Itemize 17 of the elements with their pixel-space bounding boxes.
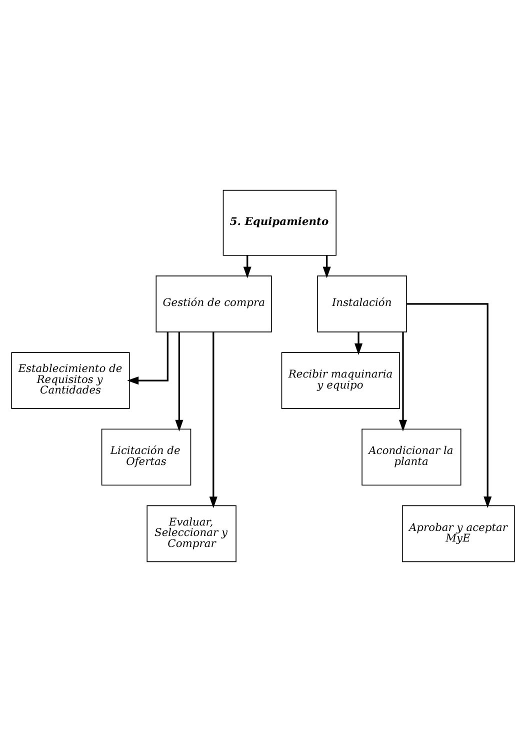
arrow <box>209 332 218 508</box>
arrow <box>322 256 331 278</box>
arrow <box>354 332 363 355</box>
arrow <box>127 332 168 385</box>
arrow <box>243 256 252 278</box>
node-box: Acondicionar la planta <box>362 428 462 486</box>
arrow <box>175 332 184 432</box>
node-box: Gestión de compra <box>156 276 272 332</box>
node-box: Establecimiento de Requisitos y Cantidades <box>11 352 130 409</box>
node-box: Licitación de Ofertas <box>101 428 192 486</box>
node-box: Recibir maquinaria y equipo <box>281 352 400 409</box>
node-box: Instalación <box>317 276 407 332</box>
node-box: Aprobar y aceptar MyE <box>402 505 515 562</box>
arrow <box>398 332 408 432</box>
arrow <box>406 303 492 508</box>
node-box: Evaluar, Seleccionar y Comprar <box>146 505 236 562</box>
node-box: 5. Equipamiento <box>222 190 336 256</box>
